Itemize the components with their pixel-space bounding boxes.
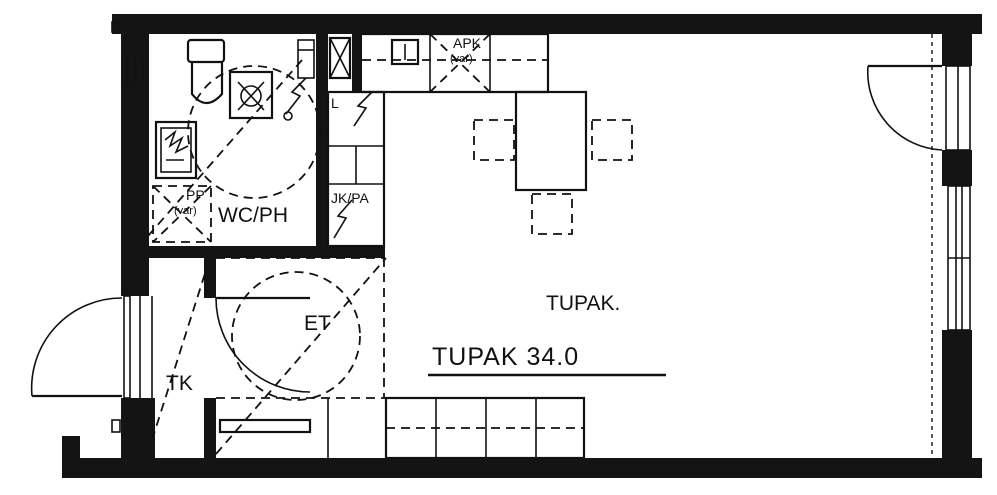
dining-table [473, 90, 633, 235]
label-closet: TK [166, 372, 193, 395]
label-apk: APK [453, 35, 482, 51]
label-wc: WC/PH [218, 204, 288, 227]
entry-door [30, 297, 123, 433]
vent-shaft [328, 36, 352, 80]
label-pp-note: (var) [174, 205, 197, 217]
wc-bath [147, 38, 321, 243]
label-pp: PP [186, 187, 205, 203]
label-wardrobe: L [331, 95, 339, 111]
left-window [111, 21, 144, 87]
entrance [215, 257, 387, 458]
bottom-cabinets [384, 396, 586, 460]
label-living-area: TUPAK 34.0 [432, 343, 579, 371]
walls [62, 14, 982, 478]
balcony-door [866, 34, 971, 458]
label-living-small: TUPAK. [546, 292, 620, 315]
right-window [947, 185, 971, 331]
label-entrance: ET [304, 312, 331, 335]
label-apk-note: (var) [450, 53, 473, 65]
closet [123, 263, 209, 441]
label-fridge: JK/PA [331, 190, 370, 206]
storage-column [326, 90, 386, 248]
